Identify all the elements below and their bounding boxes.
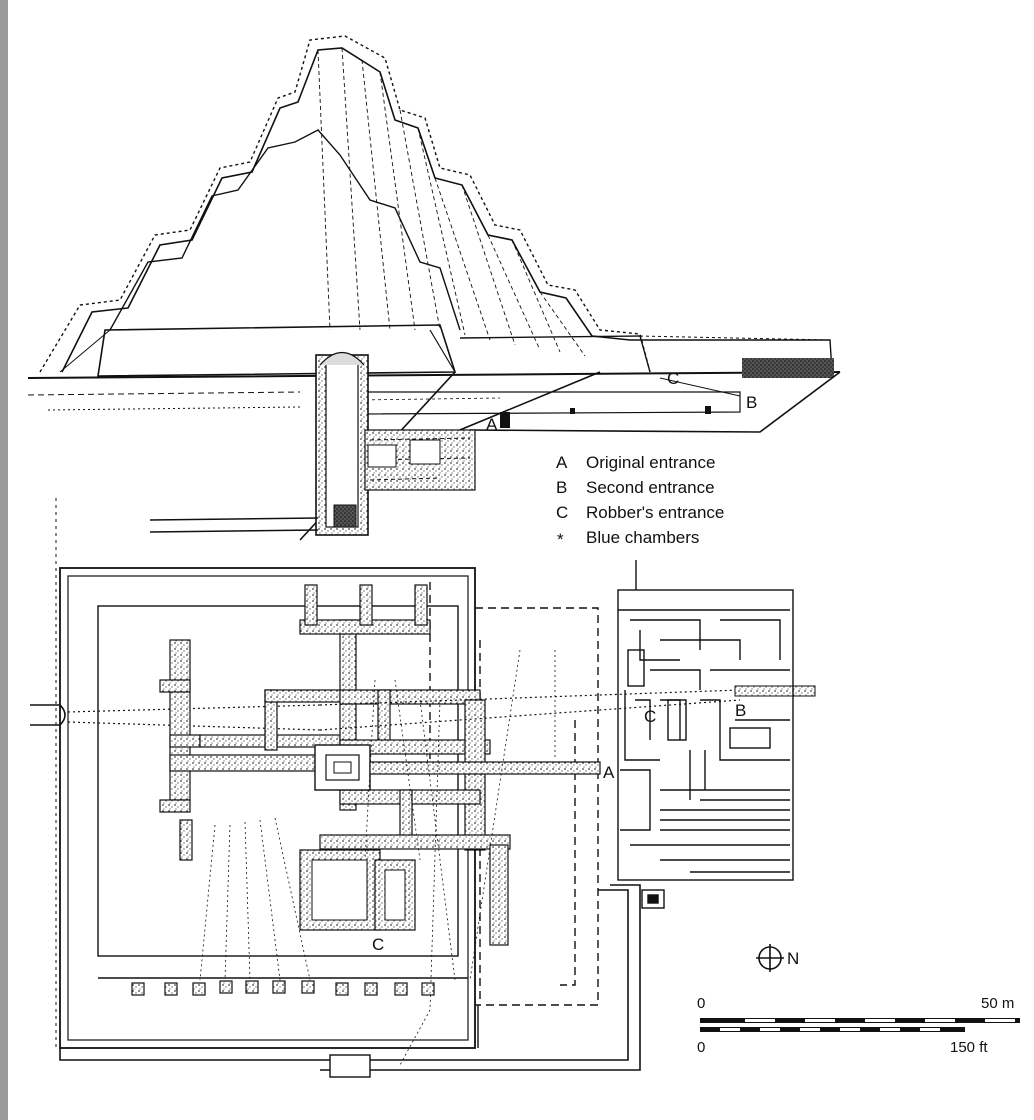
legend-key-star: * xyxy=(557,530,564,549)
north-arrow-icon xyxy=(756,944,784,972)
mortuary-temple xyxy=(617,589,794,909)
legend-key-c: C xyxy=(556,503,568,522)
scale-m-start: 0 xyxy=(697,995,705,1012)
inner-stepped-outline xyxy=(109,129,461,331)
inner-enclosure xyxy=(97,605,459,957)
left-entry xyxy=(30,704,66,726)
legend-label-b: Second entrance xyxy=(586,478,715,497)
legend-label-a: Original entrance xyxy=(586,453,715,472)
accretion-lines xyxy=(317,47,586,357)
pillar-row xyxy=(131,980,435,996)
temple-block xyxy=(459,335,651,373)
burial-chamber xyxy=(314,744,371,791)
outer-stepped-outline xyxy=(39,35,651,373)
page-edge xyxy=(0,0,8,1120)
entrance-corridor-b xyxy=(319,689,741,731)
north-label: N xyxy=(787,949,799,968)
section-marker-b: B xyxy=(746,393,757,412)
mastaba-base xyxy=(97,324,457,377)
scale-bar: 0 50 m 0 150 ft xyxy=(697,995,1020,1056)
plan-marker-c-upper: C xyxy=(644,707,656,726)
legend-label-c: Robber's entrance xyxy=(586,503,724,522)
plan-marker-a: A xyxy=(603,763,615,782)
legend: A Original entrance B Second entrance C … xyxy=(556,453,724,549)
plan-marker-b: B xyxy=(735,701,746,720)
pyramid-plan xyxy=(30,498,816,1078)
section-marker-c: C xyxy=(667,369,679,388)
scale-ft-start: 0 xyxy=(697,1039,705,1056)
ground-line xyxy=(27,371,841,379)
legend-label-star: Blue chambers xyxy=(586,528,699,547)
dark-masonry xyxy=(742,358,834,378)
scale-m-end: 50 m xyxy=(981,995,1014,1012)
legend-key-b: B xyxy=(556,478,567,497)
section-marker-a: A xyxy=(486,415,498,434)
mastaba-steps xyxy=(61,47,631,373)
pyramid-section xyxy=(27,35,841,541)
legend-key-a: A xyxy=(556,453,568,472)
scale-ft-end: 150 ft xyxy=(950,1039,988,1056)
entrance-corridor-a xyxy=(369,761,601,775)
outer-enclosure xyxy=(59,567,476,1049)
plan-marker-c-lower: C xyxy=(372,935,384,954)
